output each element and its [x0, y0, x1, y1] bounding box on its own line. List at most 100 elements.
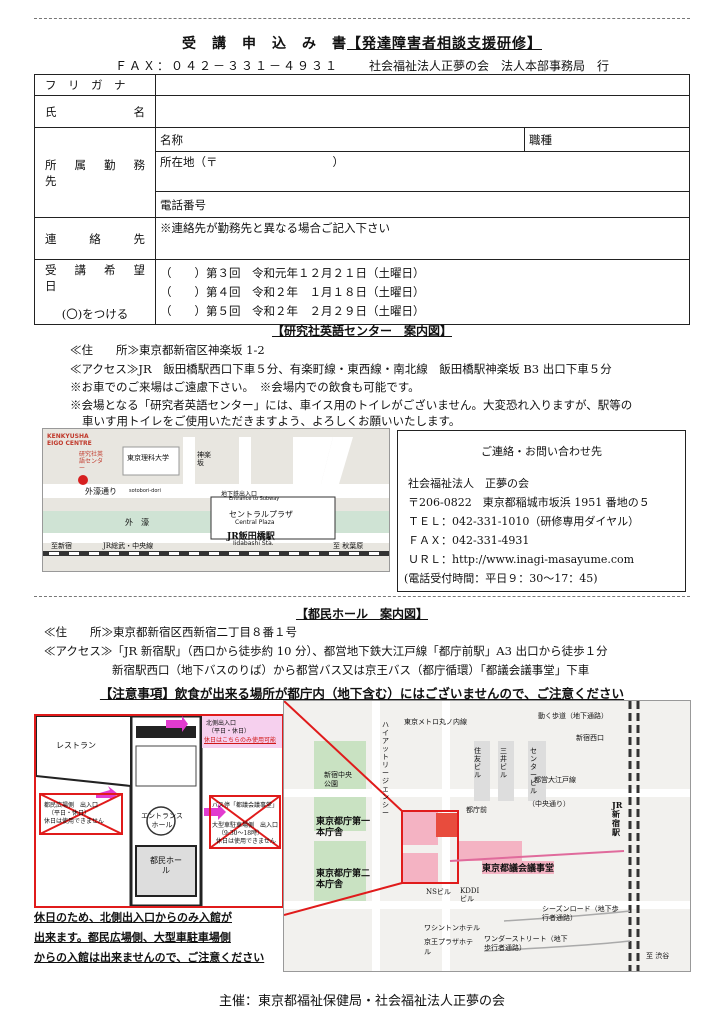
tocho-tochomae: 都庁前 — [466, 806, 487, 814]
map1-sotobori: 外 濠 — [125, 518, 149, 527]
tocho-gikai: 東京都議会議事堂 — [482, 861, 555, 874]
tocho-washington: ワシントンホテル — [424, 924, 480, 932]
tocho-park: 新宿中央公園 — [324, 771, 352, 788]
holiday-note: 休日のため、北側出入口からのみ入館が 出来ます。都民広場側、大型車駐車場側 から… — [34, 908, 264, 968]
tocho-shibuya: 至 渋谷 — [646, 952, 670, 960]
map1-venue-en: KENKYUSHA EIGO CENTRE — [47, 433, 92, 447]
notice: 【注意事項】飲食が出来る場所が都庁内（地下含む）にはございませんので、ご注意くだ… — [99, 686, 625, 701]
form-title: 受 講 申 込 み 書【発達障害者相談支援研修】 — [0, 33, 724, 53]
map-tocho: 東京メトロ丸ノ内線 動く歩道（地下通路） 新宿西口 新宿中央公園 ハイアットリー… — [283, 700, 691, 972]
venue1-address: ≪住 所≫東京都新宿区神楽坂 1-2 — [70, 343, 265, 357]
map-iidabashi: KENKYUSHA EIGO CENTRE 研究社英語センター 東京理科大学 神… — [42, 428, 390, 572]
tocho-keio-plaza: 京王プラザホテル — [424, 938, 473, 956]
name-label: 氏名 — [34, 95, 156, 128]
contact-address: 〒206-0822 東京都稲城市坂浜 1951 番地の５ — [408, 496, 650, 509]
company-name-field[interactable]: 名称 — [155, 127, 525, 152]
holiday-note-line3: からの入館は出来ませんので、ご注意ください — [34, 951, 265, 964]
map1-to-akihabara: 至 秋葉原 — [333, 542, 364, 550]
application-form: フ リ ガ ナ 氏名 所 属 勤 務 先 名称 職種 所在地（〒 ） 電話番号 … — [34, 74, 690, 325]
plan-closed1-title: 都民広場側 出入口 — [44, 802, 99, 809]
map1-station-en: Iidabashi Sta. — [233, 540, 274, 547]
phone-field[interactable]: 電話番号 — [155, 191, 690, 218]
map1-jr-line: JR総武・中央線 — [103, 542, 154, 550]
contact-fax: ＦＡＸ：042-331-4931 — [408, 534, 530, 547]
venue1-note2: ※会場となる「研究者英語センター」には、車イス用のトイレがございません。大変恐れ… — [70, 398, 633, 412]
contact-tel: ＴＥＬ：042-331-1010（研修専用ダイヤル） — [408, 515, 640, 528]
footer-organizer: 主催：東京都福祉保健局・社会福祉法人正夢の会 — [218, 994, 505, 1009]
map1-subway-exit-en: Entrance to Subway — [229, 496, 280, 502]
contact-hours: (電話受付時間：平日９：30～17：45) — [404, 572, 598, 585]
plan-closed1-note: 休日は使用できません — [44, 818, 104, 825]
contact-label: 連絡先 — [34, 217, 156, 260]
map1-station: JR飯田橋駅 — [227, 532, 275, 542]
contact-field[interactable]: ※連絡先が勤務先と異なる場合ご記入下さい — [155, 217, 690, 260]
tocho-shinjuku-nishi: 新宿西口 — [576, 734, 604, 742]
wish-date-label: 受 講 希 望 日 (〇)をつける — [34, 259, 157, 325]
map1-tus: 東京理科大学 — [127, 454, 169, 462]
furigana-field[interactable] — [155, 74, 690, 96]
tocho-hyatt: ハイアットリージェンシー — [382, 721, 389, 817]
contact-org: 社会福祉法人 正夢の会 — [408, 477, 529, 490]
tocho-center: センタービル — [530, 747, 537, 795]
plan-north-note: 休日はこちらのみ使用可能 — [204, 737, 277, 744]
plan-north-days: （平日・休日） — [208, 728, 251, 735]
map1-sotobori-dori-en: sotobori-dori — [129, 488, 161, 494]
venue1-access: ≪アクセス≫JR 飯田橋駅西口下車５分、有楽町線・東西線・南北線 飯田橋駅神楽坂… — [70, 362, 612, 376]
tocho-wonder: ワンダーストリート（地下歩行者通路） — [484, 935, 568, 952]
tocho-season: シーズンロード（地下歩行者通路） — [542, 905, 619, 922]
contact-box: ご連絡・お問い合わせ先 社会福祉法人 正夢の会 〒206-0822 東京都稲城市… — [397, 430, 686, 592]
wish-date-options[interactable]: （ ）第３回 令和元年１２月２１日（土曜日） （ ）第４回 令和２年 １月１８日… — [155, 259, 690, 325]
map1-central-plaza-en: Central Plaza — [235, 519, 275, 526]
tocho-ugoku: 動く歩道（地下通路） — [538, 712, 608, 720]
mid-dashed-line — [34, 596, 690, 597]
venue1-note1: ※お車でのご来場はご遠慮下さい。 ※会場内での飲食も可能です。 — [70, 380, 420, 394]
map1-to-shinjuku: 至新宿 — [51, 542, 72, 550]
tocho-mitsui: 三井ビル — [500, 747, 507, 779]
plan-north-entrance: 北側出入口 — [206, 720, 237, 727]
plan-tomin-hall: 都民ホール — [150, 856, 182, 875]
venue1-note3: 車いす用トイレをご使用いただきますよう、よろしくお願いいたします。 — [82, 414, 461, 428]
plan-closed2-title: 大型車駐車場側 出入口 — [212, 822, 279, 829]
address-field[interactable]: 所在地（〒 ） — [155, 151, 690, 192]
tocho-sumitomo: 住友ビル — [474, 747, 481, 779]
date-option-4[interactable]: （ ）第４回 令和２年 １月１８日（土曜日） — [160, 284, 425, 299]
tocho-kddi: KDDIビル — [460, 887, 480, 903]
tocho-main2: 東京都庁第二本庁舎 — [316, 869, 371, 890]
venue2-address: ≪住 所≫東京都新宿区西新宿二丁目８番１号 — [44, 625, 297, 639]
title-bracket: 【発達障害者相談支援研修】 — [347, 36, 542, 52]
map1-venue-jp: 研究社英語センター — [79, 451, 104, 472]
floor-plan: レストラン エントランスホール 都民ホール 北側出入口 （平日・休日） 休日はこ… — [34, 714, 284, 908]
venue2-access2: 新宿駅西口（地下バスのりば）から都営バス又は京王バス（都庁循環）「都議会議事堂」… — [112, 663, 590, 677]
map1-central-plaza: セントラルプラザ — [229, 510, 293, 519]
plan-closed2-hours: （9:30～18時） — [218, 830, 264, 837]
fax-recipient: 社会福祉法人正夢の会 法人本部事務局 行 — [369, 59, 610, 73]
holiday-note-line2: 出来ます。都民広場側、大型車駐車場側 — [34, 931, 231, 944]
plan-restaurant: レストラン — [56, 741, 96, 750]
map1-kagurazaka: 神楽坂 — [197, 451, 211, 467]
map1-subway-exit: 地下鉄出入口 — [221, 491, 258, 498]
tocho-jr-shinjuku: JR新宿駅 — [612, 800, 623, 837]
fax-line: ＦＡＸ：０４２－３３１－４９３１ 社会福祉法人正夢の会 法人本部事務局 行 — [0, 57, 724, 74]
name-field[interactable] — [155, 95, 690, 128]
title-main: 受 講 申 込 み 書 — [182, 36, 347, 52]
plan-closed1-days: （平日・休日） — [48, 810, 91, 817]
contact-url[interactable]: ＵＲＬ：http://www.inagi-masayume.com — [408, 553, 635, 566]
tocho-main1: 東京都庁第一本庁舎 — [316, 817, 371, 838]
venue2-access1: ≪アクセス≫「JR 新宿駅」（西口から徒歩約 10 分）、都営地下鉄大江戸線「都… — [44, 644, 608, 658]
date-option-3[interactable]: （ ）第３回 令和元年１２月２１日（土曜日） — [160, 265, 425, 280]
holiday-note-line1: 休日のため、北側出入口からのみ入館が — [34, 911, 232, 924]
plan-closed2-note: 休日は使用できません — [216, 838, 276, 845]
tocho-chuodori: （中央通り） — [528, 800, 570, 808]
contact-heading: ご連絡・お問い合わせ先 — [481, 445, 602, 458]
workplace-label: 所 属 勤 務 先 — [34, 127, 157, 218]
tocho-ns: NSビル — [426, 888, 451, 896]
plan-entrance-hall: エントランスホール — [141, 812, 183, 829]
plan-bus-stop: バス停「都議会議事堂」 — [212, 802, 279, 809]
job-type-field[interactable]: 職種 — [524, 127, 690, 152]
furigana-label: フ リ ガ ナ — [34, 74, 156, 96]
fax-number: ＦＡＸ：０４２－３３１－４９３１ — [114, 59, 339, 73]
date-option-5[interactable]: （ ）第５回 令和２年 ２月２９日（土曜日） — [160, 303, 425, 318]
top-dashed-line — [34, 18, 690, 19]
tocho-metro-maru: 東京メトロ丸ノ内線 — [404, 718, 467, 726]
venue2-heading: 【都民ホール 案内図】 — [295, 607, 428, 621]
